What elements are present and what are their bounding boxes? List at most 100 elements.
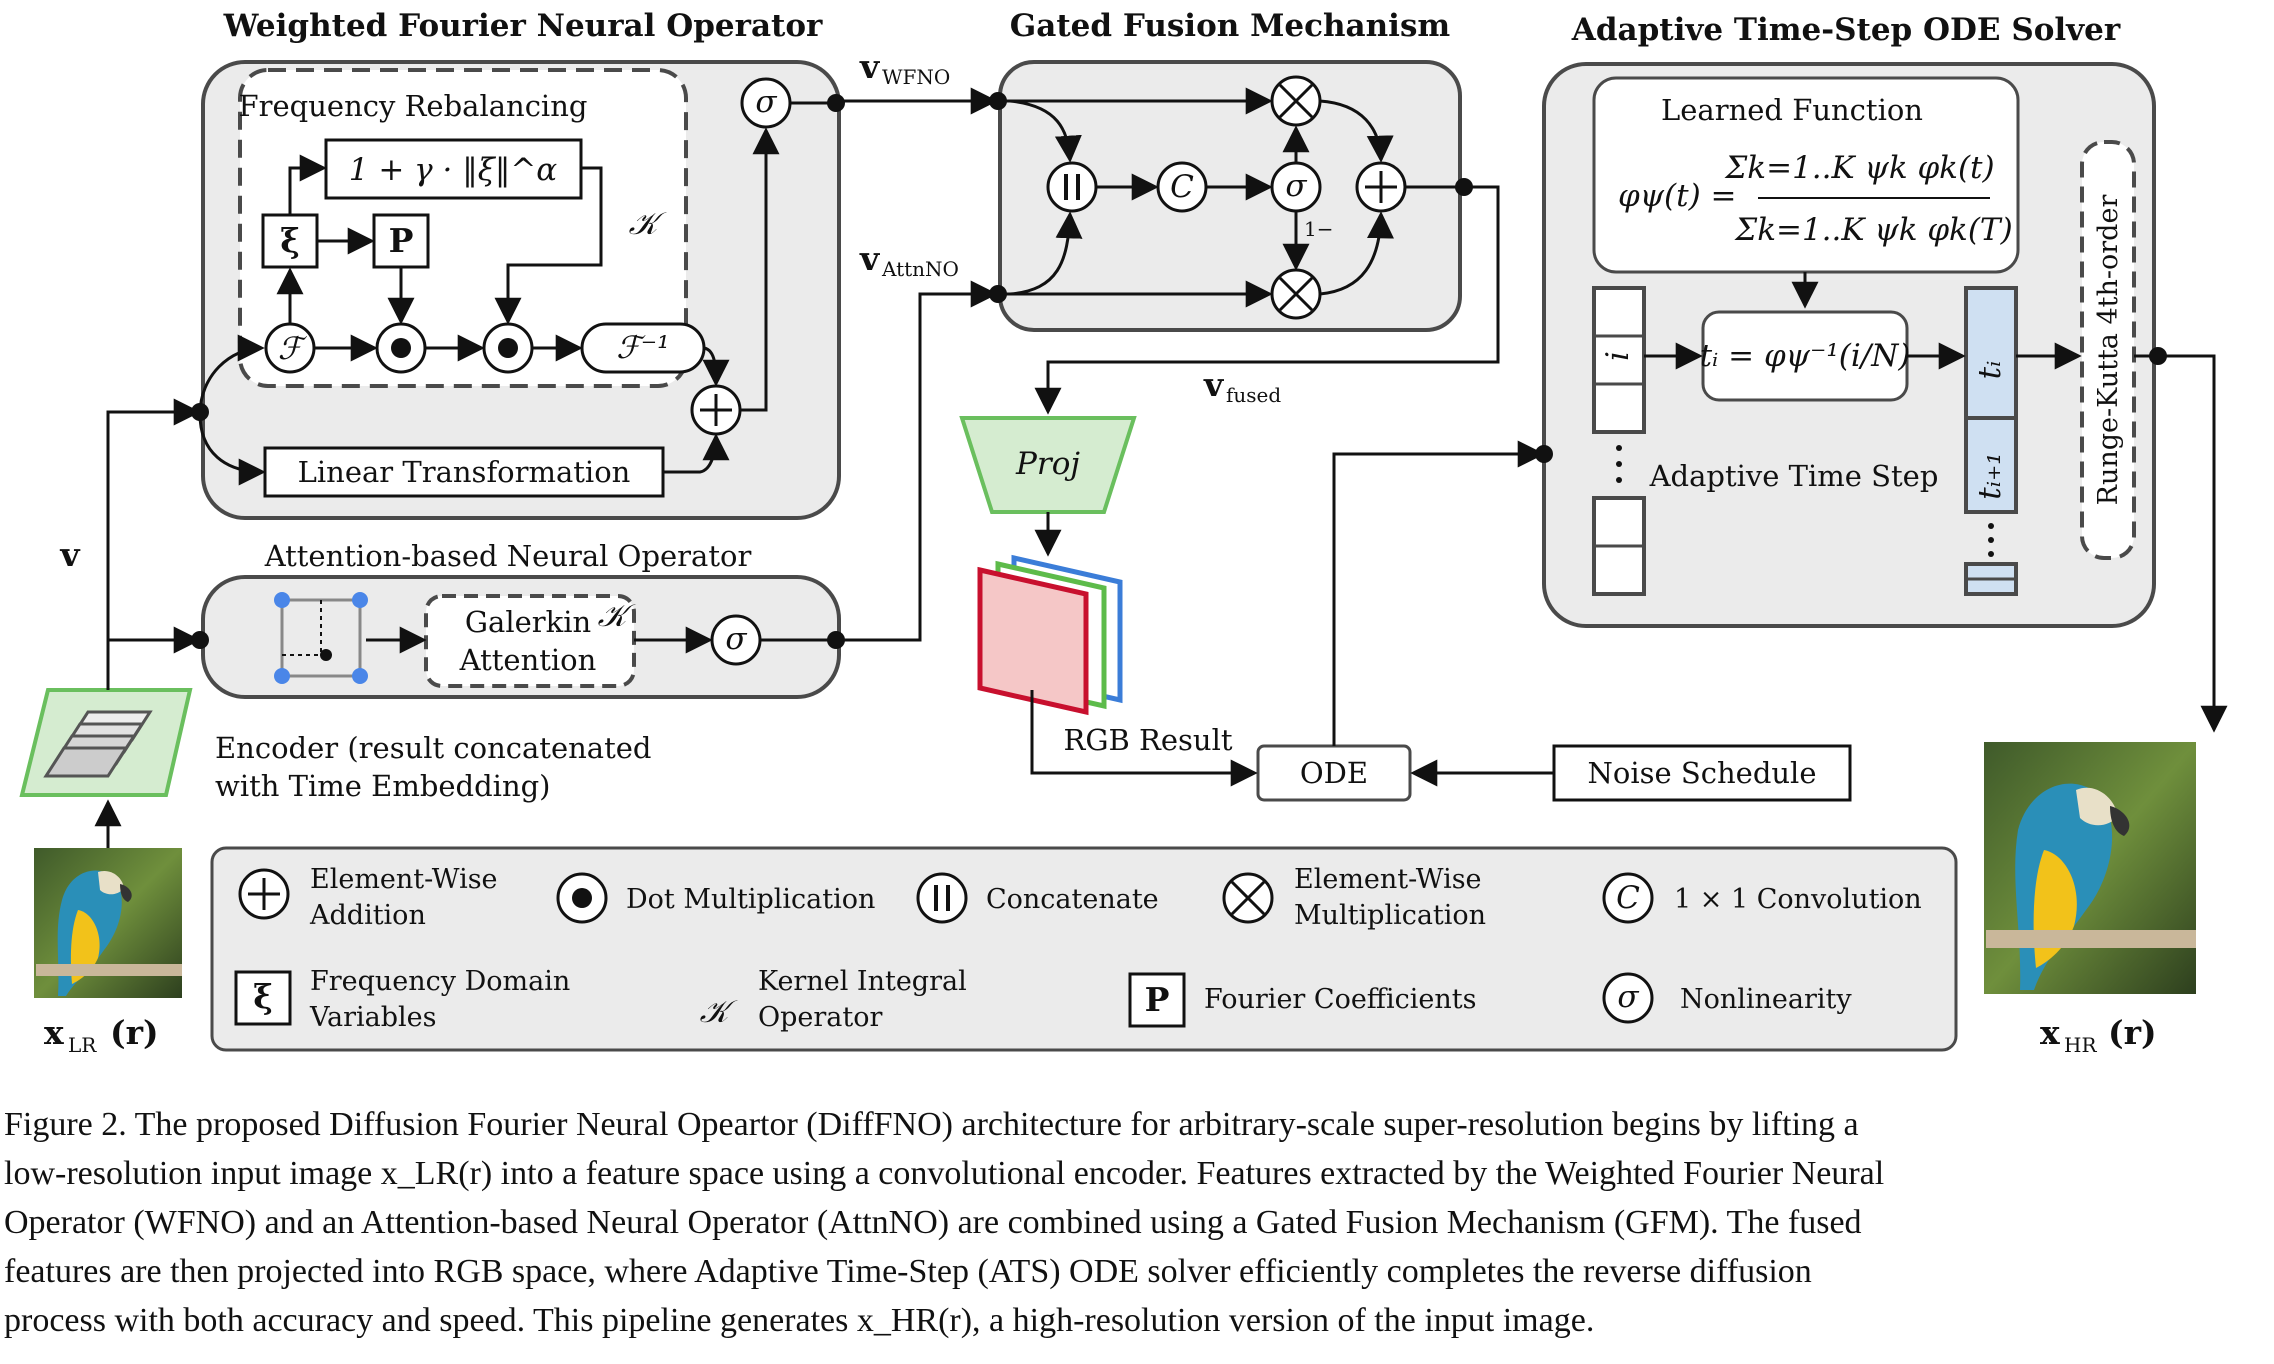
- gfm-conv-symbol: C: [1170, 169, 1194, 205]
- high-resolution-image: [1984, 742, 2196, 994]
- legend-multiplication-l1: Element-Wise: [1294, 864, 1482, 895]
- x-hr-arg: (r): [2108, 1013, 2157, 1052]
- legend-panel: [210, 846, 1958, 1052]
- legend-fourier-coefficients: Fourier Coefficients: [1204, 984, 1476, 1015]
- time-step-formula: tᵢ = φψ⁻¹(i/N): [1700, 338, 1911, 374]
- legend-times-glyph: [1230, 880, 1266, 916]
- legend-concatenate: Concatenate: [986, 884, 1159, 915]
- legend-conv-symbol: C: [1616, 880, 1640, 916]
- legend-kernel-l1: Kernel Integral: [758, 966, 967, 997]
- concatenate-icon: [1046, 161, 1098, 213]
- encoder-label-line1: Encoder (result concatenated: [215, 731, 651, 765]
- rebalance-formula: 1 + γ · ‖ξ‖^α: [349, 152, 558, 188]
- caption-line-4: features are then projected into RGB spa…: [4, 1253, 1812, 1290]
- legend-freq-vars-l1: Frequency Domain: [310, 966, 570, 997]
- legend-concat-glyph: [934, 885, 950, 911]
- figure-caption: Figure 2. The proposed Diffusion Fourier…: [4, 1100, 2266, 1345]
- v-wfno-main: v: [859, 47, 880, 86]
- time-step-column: [1964, 286, 2018, 596]
- ti1-label: tᵢ₊₁: [1972, 452, 2008, 499]
- wfno-wiring: [198, 127, 780, 486]
- attnno-input-junction: [191, 631, 209, 649]
- caption-line-2: low-resolution input image x_LR(r) into …: [4, 1155, 1885, 1192]
- wfno-input-junction: [191, 403, 209, 421]
- x-hr-main: x: [2040, 1013, 2060, 1052]
- proj-label: Proj: [1015, 446, 1080, 482]
- phi-formula-lhs: φψ(t) =: [1618, 178, 1737, 214]
- legend-xi-symbol: ξ: [253, 977, 273, 1016]
- adaptive-time-step-label: Adaptive Time Step: [1649, 459, 1939, 493]
- dot-multiplication-center: [498, 338, 518, 358]
- x-lr-sub: LR: [68, 1033, 97, 1057]
- legend-p-box: [1128, 972, 1186, 1028]
- low-resolution-image: [34, 848, 182, 998]
- runge-kutta-label: Runge-Kutta 4th-order: [2093, 195, 2124, 506]
- input-wiring: [94, 398, 201, 848]
- ode-wiring: [1030, 440, 1554, 787]
- v-wfno-sub: WFNO: [882, 65, 950, 89]
- plus-glyph: [700, 394, 732, 426]
- legend-concatenate-icon: [916, 872, 968, 924]
- legend-p-symbol: P: [1145, 980, 1170, 1019]
- legend-plus-glyph: [248, 878, 280, 910]
- caption-line-5: process with both accuracy and speed. Th…: [4, 1302, 1595, 1339]
- attn-sigma-symbol: σ: [725, 621, 747, 657]
- runge-kutta-box: [2080, 140, 2136, 560]
- concatenate-glyph: [1064, 174, 1080, 200]
- legend-sigma-symbol: σ: [1617, 979, 1639, 1015]
- inverse-fourier-symbol: ℱ⁻¹: [616, 330, 669, 366]
- ats-input-junction: [1535, 445, 1553, 463]
- index-column: [1592, 286, 1646, 596]
- plus-glyph: [1365, 171, 1397, 203]
- one-minus-label: 1−: [1304, 217, 1333, 241]
- x-lr-arg: (r): [110, 1013, 159, 1052]
- gfm-input-junction-bottom: [989, 285, 1007, 303]
- p-symbol: P: [389, 221, 414, 260]
- times-glyph: [1278, 83, 1314, 119]
- linear-transformation-box: [263, 446, 665, 498]
- phi-formula-numerator: Σk=1..K ψk φk(t): [1724, 150, 1994, 186]
- legend-kernel-l2: Operator: [758, 1002, 883, 1033]
- frequency-rebalancing-label: Frequency Rebalancing: [239, 89, 588, 123]
- projection-block: [959, 416, 1137, 514]
- times-glyph: [1278, 276, 1314, 312]
- legend-dot-multiplication: Dot Multiplication: [626, 884, 875, 915]
- galerkin-label-line1: Galerkin: [465, 605, 591, 639]
- x-lr-main: x: [44, 1013, 64, 1052]
- dot-multiplication-center: [391, 338, 411, 358]
- encoder-label-line2: with Time Embedding): [215, 769, 551, 803]
- galerkin-label-line2: Attention: [459, 643, 597, 677]
- ats-output-junction: [2149, 347, 2167, 365]
- legend-conv: 1 × 1 Convolution: [1674, 884, 1922, 915]
- rgb-result-label: RGB Result: [1063, 723, 1232, 757]
- v-input-label: v: [59, 535, 80, 574]
- v-attnno-sub: AttnNO: [881, 257, 959, 281]
- gfm-input-junction-top: [989, 92, 1007, 110]
- x-hr-sub: HR: [2064, 1033, 2097, 1057]
- v-attnno-main: v: [859, 239, 880, 278]
- sampling-grid-icon: [274, 592, 368, 684]
- wfno-sigma-symbol: σ: [755, 84, 777, 120]
- gfm-wiring: [790, 87, 1464, 642]
- legend-freq-vars-l2: Variables: [309, 1002, 437, 1033]
- caption-line-3: Operator (WFNO) and an Attention-based N…: [4, 1204, 1862, 1241]
- gfm-panel: [998, 60, 1462, 332]
- legend-nonlinearity: Nonlinearity: [1680, 984, 1852, 1015]
- noise-schedule-box: [1552, 744, 1852, 802]
- ats-title: Adaptive Time-Step ODE Solver: [1571, 12, 2121, 48]
- phi-formula-denominator: Σk=1..K ψk φk(T): [1734, 212, 2012, 248]
- gfm-sigma-symbol: σ: [1285, 168, 1307, 204]
- caption-line-1: Figure 2. The proposed Diffusion Fourier…: [4, 1106, 1859, 1143]
- noise-schedule-label: Noise Schedule: [1588, 756, 1817, 790]
- rgb-result-stack: [977, 554, 1123, 716]
- legend-multiplication-l2: Multiplication: [1294, 900, 1486, 931]
- xi-symbol: ξ: [280, 221, 300, 260]
- legend-sigma-icon: [1602, 972, 1654, 1024]
- learned-function-label: Learned Function: [1661, 93, 1923, 127]
- legend-conv-icon: [1602, 872, 1654, 924]
- legend-addition-l1: Element-Wise: [310, 864, 498, 895]
- gfm-title: Gated Fusion Mechanism: [1010, 8, 1451, 44]
- v-fused-main: v: [1203, 365, 1224, 404]
- ode-label: ODE: [1300, 756, 1368, 790]
